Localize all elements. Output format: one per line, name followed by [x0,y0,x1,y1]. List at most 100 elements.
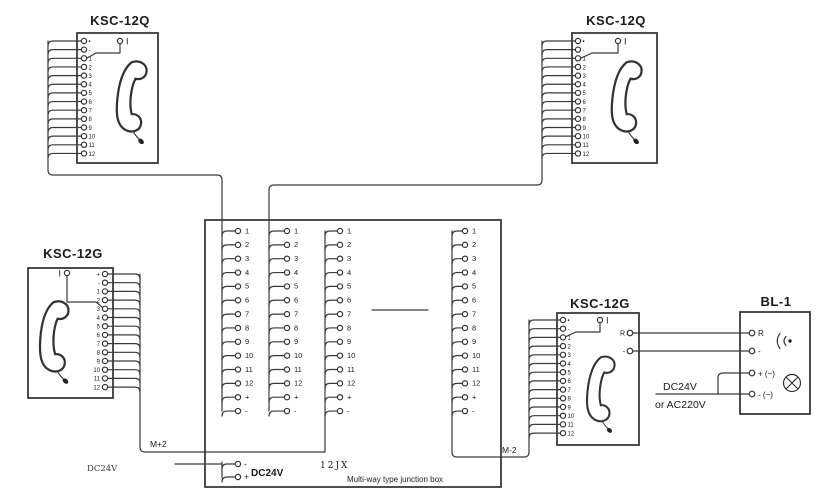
terminal [234,283,242,290]
terminal [461,407,469,415]
terminal-wire [324,382,338,389]
terminal [574,72,582,79]
terminal-wire [221,463,236,470]
terminal [283,380,291,387]
terminal-label: 8 [294,323,298,332]
terminal [461,283,469,290]
terminal-label: 7 [583,109,587,115]
terminal [101,279,109,286]
terminal [101,375,109,382]
cable-label-right: M-2 [502,445,517,455]
terminal-label: + [244,471,249,481]
terminal-wire [221,244,236,251]
terminal-label: 10 [245,351,253,360]
terminal-label: - [583,48,585,54]
terminal [80,132,88,140]
terminal-label: 8 [568,397,572,403]
terminal-label: 7 [568,388,572,394]
terminal-label: 3 [89,74,93,80]
terminal-label: 3 [472,254,476,263]
cable-g-right [451,230,530,458]
terminal-label: 9 [89,126,93,132]
terminal [461,352,469,359]
terminal-label: 2 [294,240,298,249]
terminal-wire [324,230,338,237]
terminal-label: - [347,406,350,415]
terminal [80,55,88,62]
terminal-wire [528,389,561,396]
terminal-wire [324,299,338,306]
terminal-label: 4 [568,362,572,368]
terminal [101,270,109,278]
terminal-wire [107,282,141,289]
terminal-wire [451,258,463,265]
terminal-wire [541,144,576,151]
terminal [234,352,242,359]
terminal-wire [528,397,561,404]
terminal [283,310,291,318]
terminal-label: 1 [583,57,587,63]
terminal-wire [541,75,576,82]
terminal-label: 11 [294,365,302,374]
terminal [80,46,88,53]
terminal-label: • [568,318,570,324]
terminal-label: 8 [472,323,476,332]
terminal-label: 7 [97,342,101,348]
phone-q-right-title: KSC-12Q [586,13,646,28]
terminal-label: 9 [245,337,249,346]
terminal-wire [47,40,82,47]
terminal-wire [324,285,338,292]
terminal [101,314,109,321]
terminal-label: + [472,393,477,402]
sound-waves-icon [776,332,792,350]
terminal [234,394,242,401]
terminal-label: 7 [472,309,476,318]
terminal-wire [528,432,561,439]
terminal-wire [541,49,576,56]
terminal [461,310,469,318]
terminal-label: 4 [245,268,249,277]
terminal-wire [541,83,576,90]
terminal [461,255,469,262]
terminal-label: • [583,39,585,45]
terminal-wire [324,271,338,279]
terminal [336,394,344,401]
terminal [101,305,109,312]
terminal [283,366,291,373]
terminal [80,98,88,105]
terminal-label: 6 [294,296,298,305]
terminal-label: 2 [568,344,572,350]
terminal [461,366,469,373]
terminal [80,124,88,131]
bell-terminal-label: - (~) [758,391,773,400]
bell-terminal-label: + (~) [758,370,775,379]
terminal-wire [47,152,82,160]
terminal-label: - [472,406,475,415]
terminal-label: 3 [568,353,572,359]
switch-g-right: I [564,316,609,338]
terminal [336,366,344,373]
terminal-label: 4 [472,268,476,277]
switch-label: I [624,37,627,47]
terminal [559,360,567,367]
terminal [574,81,582,88]
terminal-label: 1 [97,290,101,296]
terminal-wire [268,396,285,403]
terminal [461,338,469,345]
terminal-wire [528,406,561,413]
terminal-label: 4 [294,268,298,277]
terminal-label: - [568,327,570,333]
terminal-label: 2 [347,240,351,249]
bell-title: BL-1 [761,294,792,309]
terminal-wire [451,355,463,362]
terminal-label: 7 [245,309,249,318]
terminal-wire [107,308,141,315]
terminal-wire [107,343,141,350]
terminal [80,141,88,148]
cable-g-left [139,273,326,453]
terminal [461,380,469,387]
terminal [336,407,344,415]
terminal-label: 5 [472,282,476,291]
